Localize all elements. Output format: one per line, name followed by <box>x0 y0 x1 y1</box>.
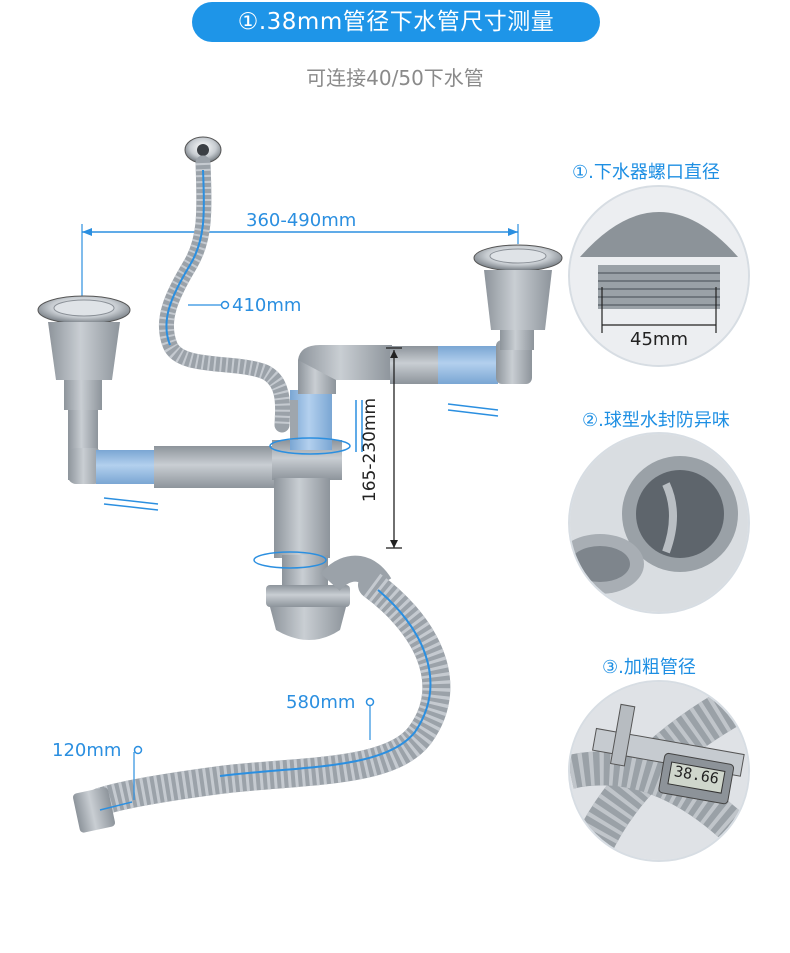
caliper-detail-photo: 38.66 <box>568 680 750 862</box>
drain-hose <box>72 571 451 833</box>
thread-icon <box>570 187 748 365</box>
caliper-icon <box>570 682 748 860</box>
feature-thread-diameter-label: ①.下水器螺口直径 <box>572 162 720 183</box>
feature-thick-pipe-label: ③.加粗管径 <box>602 657 696 678</box>
left-strainer <box>37 295 131 484</box>
thread-detail-photo: 45mm <box>568 185 750 367</box>
section-title: ①.38mm管径下水管尺寸测量 <box>192 2 600 42</box>
outlet-length-label: 120mm <box>52 740 122 761</box>
subtitle: 可连接40/50下水管 <box>306 66 484 90</box>
width-label: 360-490mm <box>246 210 357 231</box>
right-horizontal-pipe <box>390 340 532 384</box>
left-horizontal-pipe <box>96 446 274 488</box>
height-label: 165-230mm <box>360 397 381 503</box>
ball-trap-icon <box>570 434 748 612</box>
overflow-hose-length-label: 410mm <box>232 295 302 316</box>
drain-hose-length-label: 580mm <box>286 692 356 713</box>
width-dimension <box>81 224 519 300</box>
ball-trap-detail-photo <box>568 432 750 614</box>
adjust-arrows <box>103 400 499 569</box>
feature-ball-trap-label: ②.球型水封防异味 <box>582 410 730 431</box>
thread-diameter-value: 45mm <box>630 329 688 350</box>
right-strainer <box>473 244 563 350</box>
central-tee <box>272 345 392 558</box>
height-dimension <box>386 347 402 549</box>
overflow-hose <box>159 136 291 433</box>
